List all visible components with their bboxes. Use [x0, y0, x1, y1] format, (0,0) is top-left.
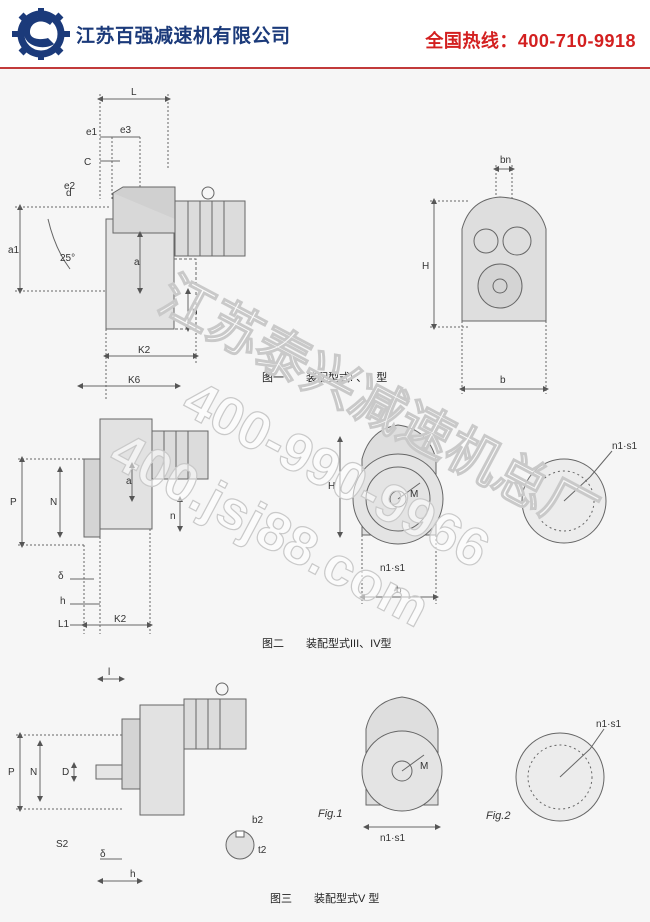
figure2-caption: 图二 装配型式III、IV型 [262, 636, 392, 650]
label-b: b [500, 375, 506, 386]
label-M-fig3: M [420, 761, 428, 772]
label-nisi-fig3: n1·s1 [380, 833, 405, 844]
label-l: l [108, 667, 110, 678]
label-ns-right-fig3: n1·s1 [596, 719, 621, 730]
figure2-side-view [18, 418, 209, 634]
label-P-fig3: P [8, 767, 15, 778]
figure3-side-view [16, 676, 255, 884]
label-K6: K6 [128, 375, 141, 386]
label-ns-right-fig2: n1·s1 [612, 441, 637, 452]
label-a-fig2: a [126, 476, 132, 487]
label-d: d [66, 188, 72, 199]
label-fig1: Fig.1 [318, 808, 342, 820]
figure1-side-view [15, 94, 246, 399]
hotline-label: 全国热线： [425, 31, 518, 51]
label-n-fig2: n [170, 511, 176, 522]
figure3-side-labels: l P N D S2 δ h b2 t2 [8, 667, 267, 880]
label-N-fig3: N [30, 767, 37, 778]
company-logo-icon [12, 8, 70, 60]
figure1-front-labels: bn H b [422, 155, 511, 386]
label-b-fig2: b [396, 585, 402, 596]
figure1-caption: 图一 装配型式I 、II 型 [262, 370, 387, 384]
label-N: N [50, 497, 57, 508]
page-header: 江苏百强减速机有限公司 全国热线：400-710-9918 [0, 0, 650, 69]
label-h: h [60, 596, 66, 607]
label-e1: e1 [86, 127, 98, 138]
label-K2-fig2: K2 [114, 614, 127, 625]
figure1-front-view [430, 165, 549, 394]
label-S2: S2 [56, 839, 69, 850]
technical-drawing-sheet: L e1 e3 C e2 d a1 a 25° n K2 K6 bn H b 图… [0, 69, 650, 922]
label-H: H [422, 261, 429, 272]
label-nisi-fig2: n1·s1 [380, 563, 405, 574]
label-L: L [131, 87, 137, 98]
label-H-fig2: H [328, 481, 335, 492]
figure3-front-labels: M n1·s1 n1·s1 Fig.1 Fig.2 [318, 719, 621, 844]
figure1-labels: L e1 e3 C e2 d a1 a 25° n K2 K6 [8, 87, 198, 386]
drawing-canvas: L e1 e3 C e2 d a1 a 25° n K2 K6 bn H b 图… [8, 87, 637, 905]
label-delta-fig3: δ [100, 849, 106, 860]
label-t2: t2 [258, 845, 267, 856]
label-fig2: Fig.2 [486, 810, 510, 822]
label-a1: a1 [8, 245, 20, 256]
label-D: D [62, 767, 69, 778]
figure2-front-labels: H M n1·s1 b n1·s1 [328, 441, 637, 596]
label-b2: b2 [252, 815, 264, 826]
label-C: C [84, 157, 91, 168]
header-divider [0, 67, 650, 69]
label-M-fig2: M [410, 489, 418, 500]
label-e2: e2 [64, 181, 76, 192]
label-h-fig3: h [130, 869, 136, 880]
label-P: P [10, 497, 17, 508]
label-K2: K2 [138, 345, 151, 356]
label-delta: δ [58, 571, 64, 582]
figure2-front-view [337, 424, 613, 604]
label-e3: e3 [120, 125, 132, 136]
hotline: 全国热线：400-710-9918 [425, 27, 636, 53]
figure3-caption: 图三 装配型式V 型 [270, 891, 379, 905]
label-n: n [192, 306, 198, 317]
figure3-front-view [361, 696, 605, 830]
label-bn: bn [500, 155, 511, 166]
hotline-number: 400-710-9918 [517, 31, 636, 51]
label-a: a [134, 257, 140, 268]
figure2-side-labels: P N a n δ h L1 K2 [10, 476, 176, 630]
label-angle: 25° [60, 253, 75, 264]
company-name: 江苏百强减速机有限公司 [76, 26, 291, 47]
label-L1: L1 [58, 619, 70, 630]
